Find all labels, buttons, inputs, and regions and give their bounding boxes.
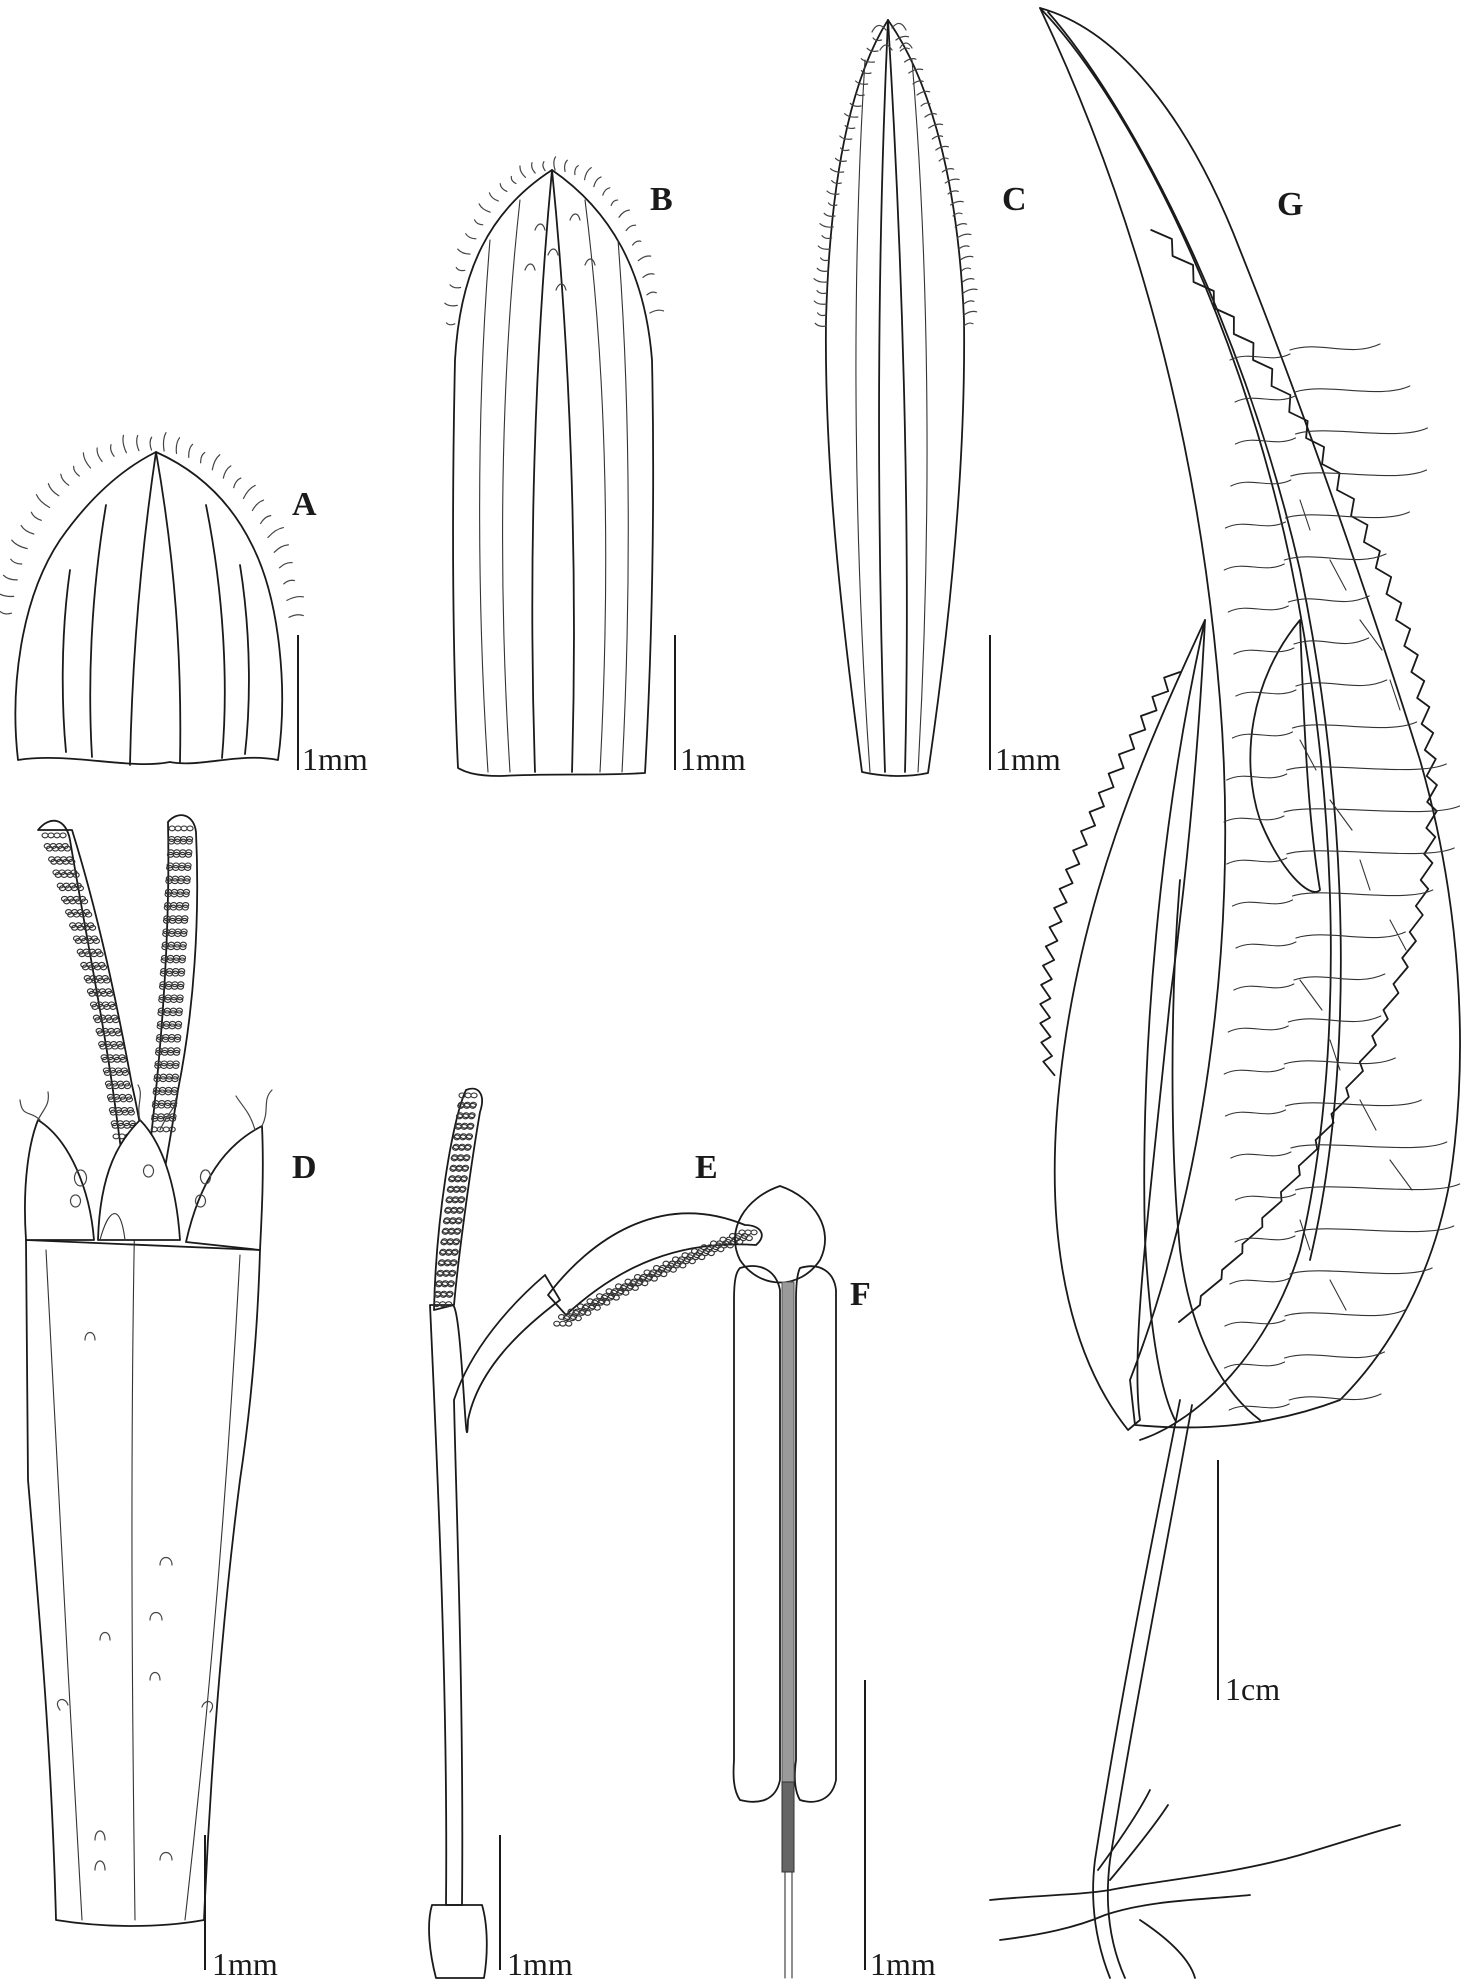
- panel-e-nectary-base: [428, 1904, 488, 1979]
- panel-label-c: C: [1002, 181, 1027, 218]
- panel-a-marginal-hairs: [0, 432, 304, 618]
- panel-label-d: D: [292, 1149, 317, 1186]
- panel-d-stigmatic-papillae: [41, 825, 194, 1140]
- panel-c-phyllary-outline: [824, 19, 966, 777]
- panel-f-filament-collar: [781, 1781, 795, 1873]
- panel-label-f: F: [850, 1276, 871, 1313]
- panel-a: [0, 432, 304, 766]
- scale-label-a: 1mm: [302, 741, 368, 777]
- panel-label-g: G: [1277, 186, 1303, 223]
- panel-g-veins: [1223, 343, 1461, 1411]
- panel-f-anther-appendage: [734, 1185, 826, 1284]
- panel-e-stigmatic-papillae: [433, 1092, 758, 1327]
- panel-d: [19, 814, 273, 1927]
- panel-label-e: E: [695, 1149, 718, 1186]
- panel-e-stigma-left: [433, 1087, 483, 1311]
- scale-label-c: 1mm: [995, 741, 1061, 777]
- panel-g: [989, 7, 1461, 1979]
- panel-e-style: [429, 1274, 561, 1906]
- scale-label-e: 1mm: [507, 1946, 573, 1979]
- scale-label-g: 1cm: [1225, 1671, 1280, 1707]
- panel-f-anther-theca-left: [732, 1265, 781, 1803]
- panel-g-midrib-main: [1039, 7, 1332, 1441]
- scale-label-d: 1mm: [212, 1946, 278, 1979]
- panel-b: [444, 156, 665, 777]
- panel-g-leaf-left-serrations: [1039, 671, 1181, 1077]
- panel-b-marginal-hairs: [444, 156, 665, 326]
- panel-g-leaf-left: [1053, 619, 1206, 1431]
- panel-f-connective: [781, 1281, 795, 1783]
- panel-e-stigma-right: [547, 1212, 763, 1316]
- panel-f: [732, 1185, 837, 1979]
- panel-c: [813, 19, 978, 777]
- panel-e: [428, 1087, 763, 1979]
- panel-d-corolla-tube: [25, 1239, 261, 1927]
- panel-f-anther-theca-right: [793, 1265, 837, 1803]
- scale-label-f: 1mm: [870, 1946, 936, 1979]
- panel-g-leaf-main: [1039, 7, 1461, 1429]
- panel-c-marginal-hairs: [813, 22, 978, 327]
- panel-a-phyllary-outline: [14, 451, 284, 765]
- panel-label-a: A: [292, 486, 317, 523]
- scale-label-b: 1mm: [680, 741, 746, 777]
- panel-label-b: B: [650, 181, 673, 218]
- panel-g-stem: [1092, 1399, 1181, 1979]
